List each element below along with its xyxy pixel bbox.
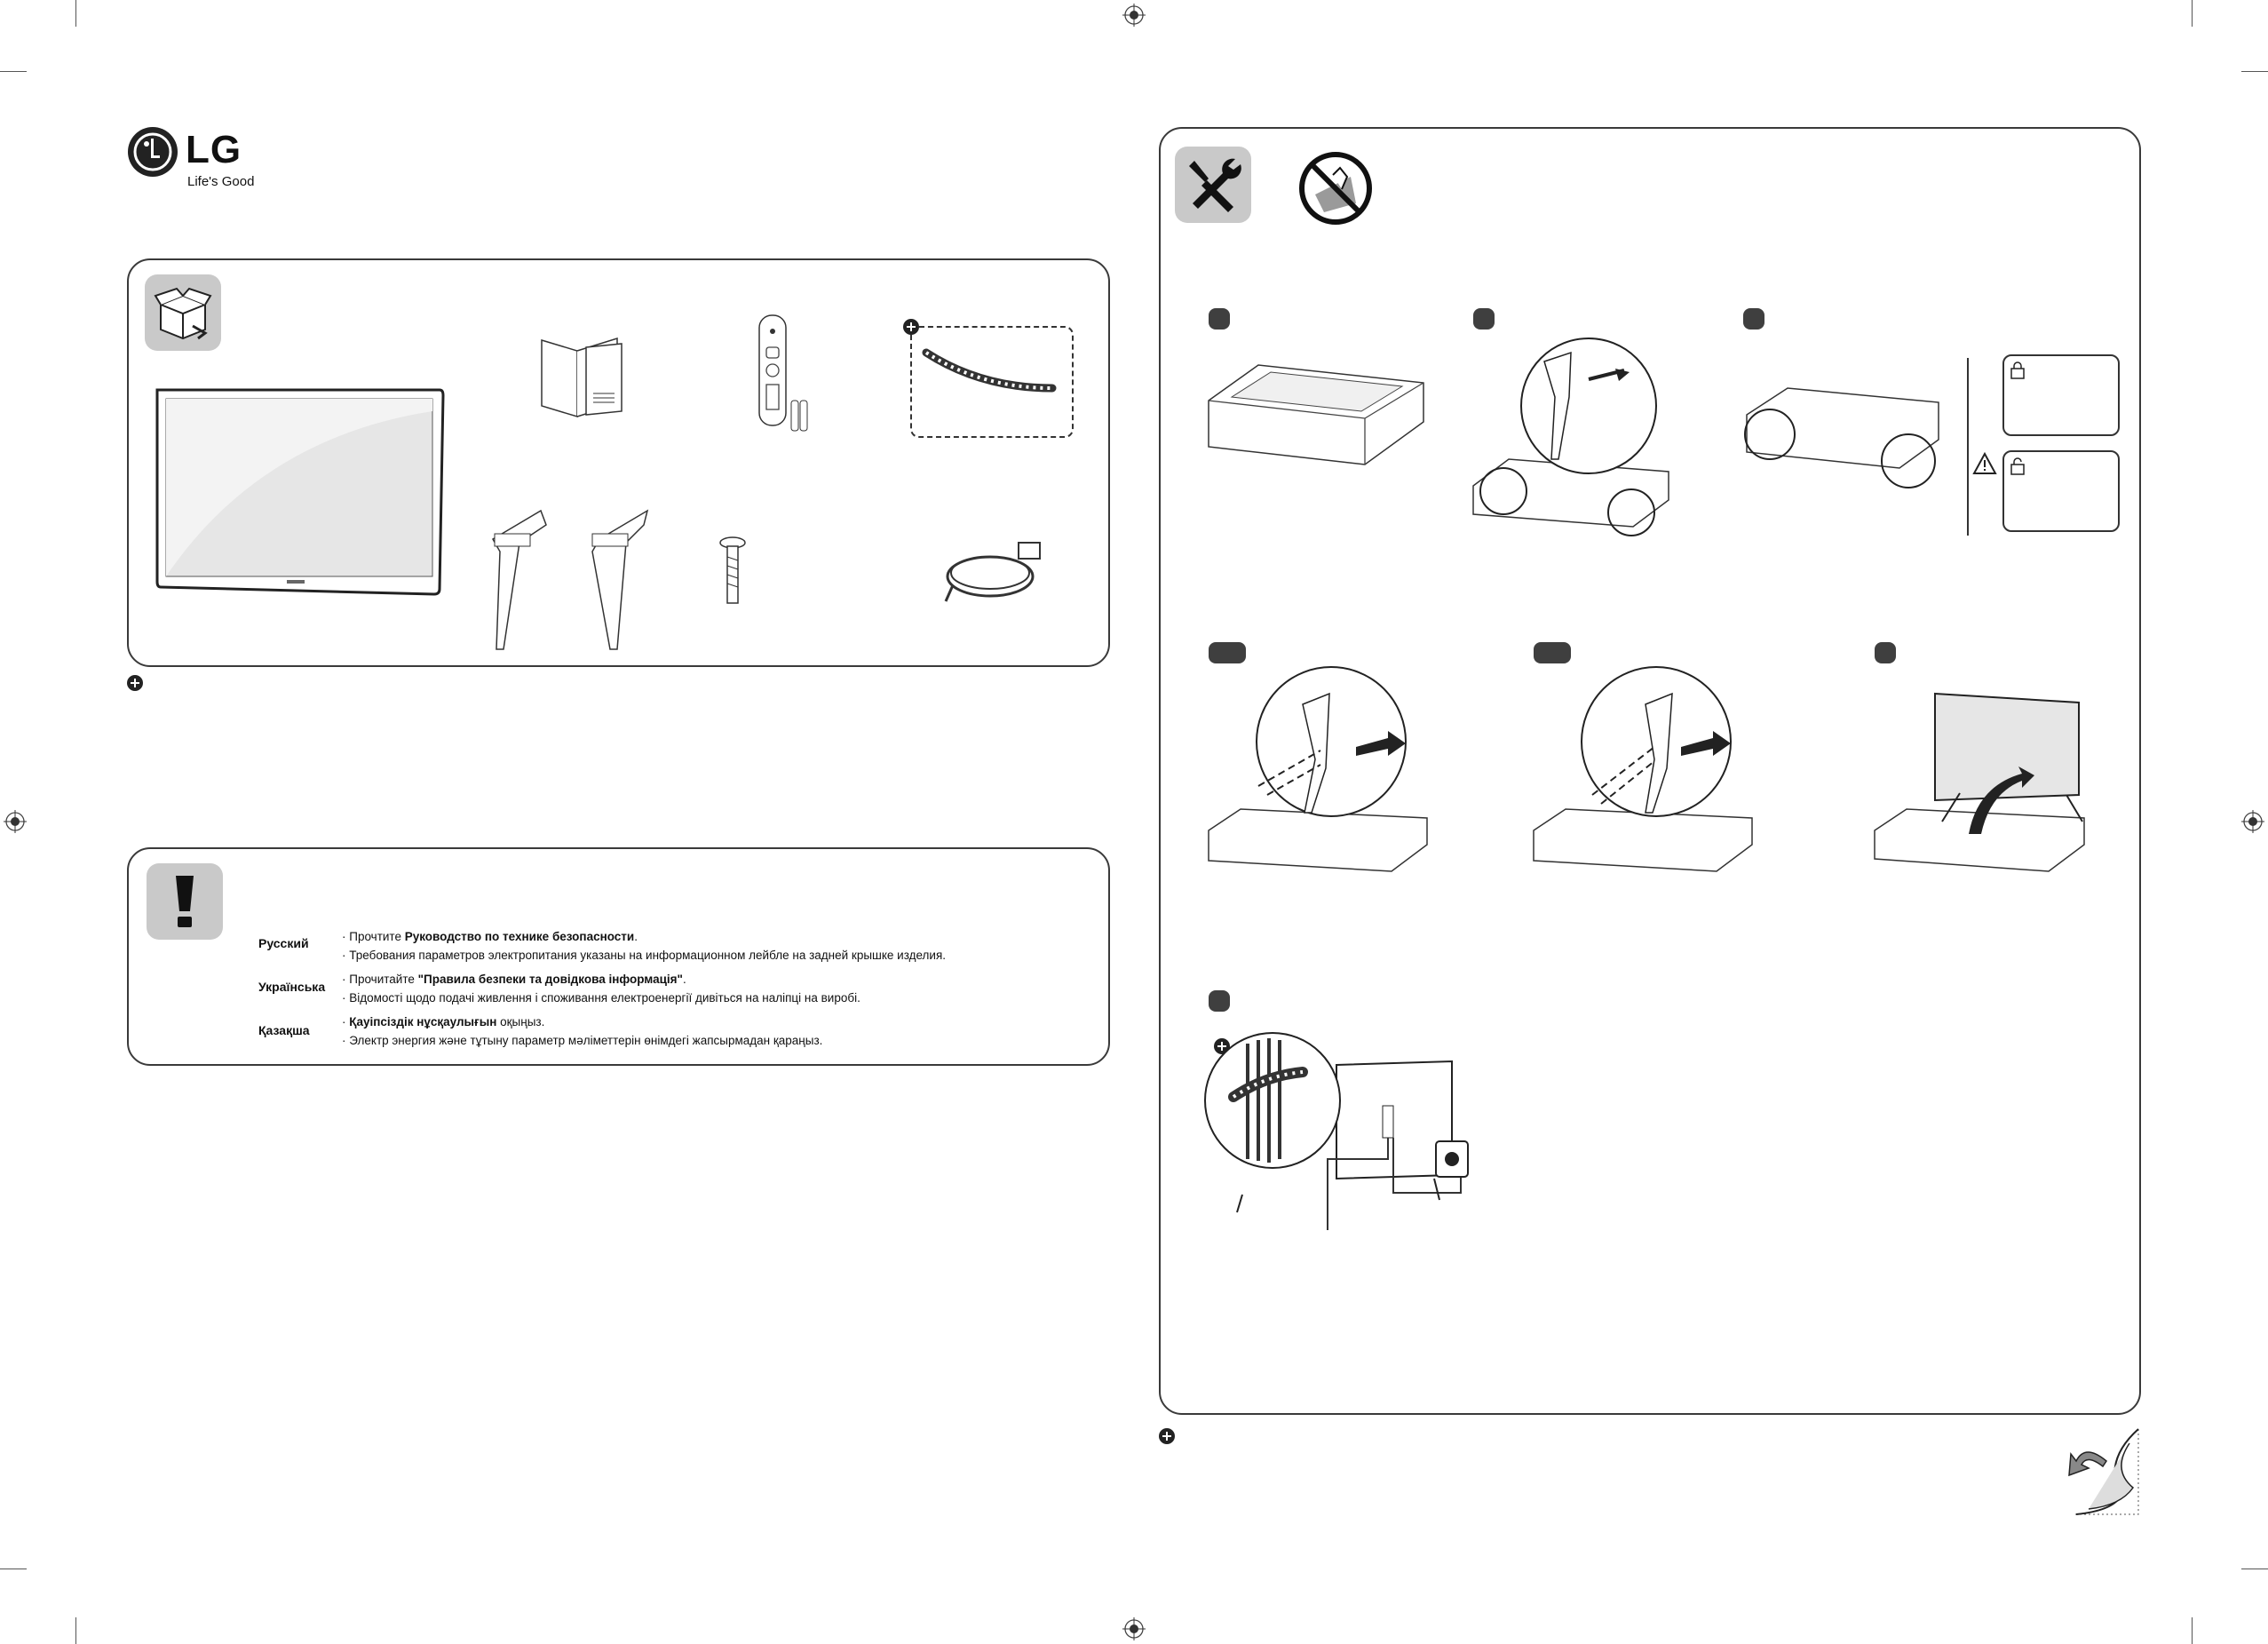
caution-triangle-icon [1972,451,1997,474]
wrench-screwdriver-icon [1189,158,1241,212]
note-line-ukrainian-2: · Відомості щодо подачі живлення і спожи… [342,991,860,1005]
plus-circle-icon [1214,1038,1230,1054]
cable-holder-illustration [922,348,1057,393]
package-contents-panel [127,258,1110,667]
lock-icon [2010,457,2025,475]
step-badge-5 [1875,642,1896,663]
note-line-kazakh-1: · Қауіпсіздік нұсқаулығын оқыңыз. [342,1015,544,1028]
crop-mark [75,1617,76,1644]
step1-tv-in-box-illustration [1208,364,1424,465]
language-label-kazakh: Қазақша [258,1023,310,1037]
plus-circle-icon [1159,1428,1175,1444]
note-line-ukrainian-1: · Прочитайте "Правила безпеки та довідко… [342,973,686,986]
step-badge-4b [1534,642,1571,663]
safety-manual-title: Руководство по технике безопасности [404,930,635,943]
registration-mark-icon [2241,810,2264,833]
note-suffix: . [634,930,638,943]
screw-illustration [719,536,746,604]
step-badge-4a [1209,642,1246,663]
lock-detail-box [2002,354,2120,436]
note-prefix: · Прочитайте [342,973,418,986]
registration-mark-icon [1122,1617,1146,1640]
manual-documents-illustration [541,337,623,418]
step-badge-2 [1473,308,1495,330]
step6-cable-management-illustration [1204,1032,1469,1230]
package-icon-box [145,274,221,351]
lg-logo: LG Life's Good [127,124,269,195]
lock-detail-box [2002,450,2120,532]
note-suffix: . [682,973,686,986]
note-prefix: · [342,1015,350,1028]
step-badge-6 [1209,990,1230,1012]
step-badge-3 [1743,308,1764,330]
remote-control-illustration [758,314,808,432]
crop-mark [2192,0,2193,27]
note-line-kazakh-2: · Электр энергия және тұтыну параметр мә… [342,1034,823,1047]
language-label-ukrainian: Українська [258,980,326,994]
safety-manual-title: Қауіпсіздік нұсқаулығын [349,1015,497,1028]
lg-tagline: Life's Good [187,174,255,189]
plus-circle-icon [903,319,919,335]
step3-stand-inserted-illustration [1744,387,1939,488]
lg-logo-mark-icon [128,127,178,177]
stand-legs-illustration [491,509,649,650]
optional-item-frame [910,326,1074,438]
warning-icon-box [147,863,223,940]
lock-icon [2010,361,2025,379]
crop-mark [0,71,27,72]
crop-mark [2241,71,2268,72]
exclamation-icon [176,876,194,927]
registration-mark-icon [4,810,27,833]
safety-manual-title: "Правила безпеки та довідкова інформація… [417,973,683,986]
step2-insert-stand-illustration [1472,338,1669,536]
lg-logo-letters: LG [186,128,242,171]
power-cord-illustration [944,542,1041,602]
language-label-russian: Русский [258,936,309,950]
box-open-icon [154,287,212,340]
note-line-russian-1: · Прочтите Руководство по технике безопа… [342,930,638,943]
note-suffix: оқыңыз. [496,1015,545,1028]
plus-circle-icon [127,675,143,691]
no-touch-screen-icon [1299,152,1372,225]
step4b-screw-stand-illustration [1533,666,1753,872]
step4a-screw-stand-illustration [1208,666,1428,872]
tools-icon-box [1175,147,1251,223]
assembly-steps-panel [1159,127,2141,1415]
note-line-russian-2: · Требования параметров электропитания у… [342,949,947,962]
step3-divider [1967,358,1969,536]
step5-lift-tv-illustration [1874,692,2085,872]
tv-front-illustration [155,388,445,596]
registration-mark-icon [1122,4,1146,27]
crop-mark [75,0,76,27]
safety-notes-panel: Русский · Прочтите Руководство по техник… [127,847,1110,1066]
crop-mark [2192,1617,2193,1644]
page-turn-arrow-icon [2068,1428,2139,1515]
step-badge-1 [1209,308,1230,330]
note-prefix: · Прочтите [342,930,405,943]
